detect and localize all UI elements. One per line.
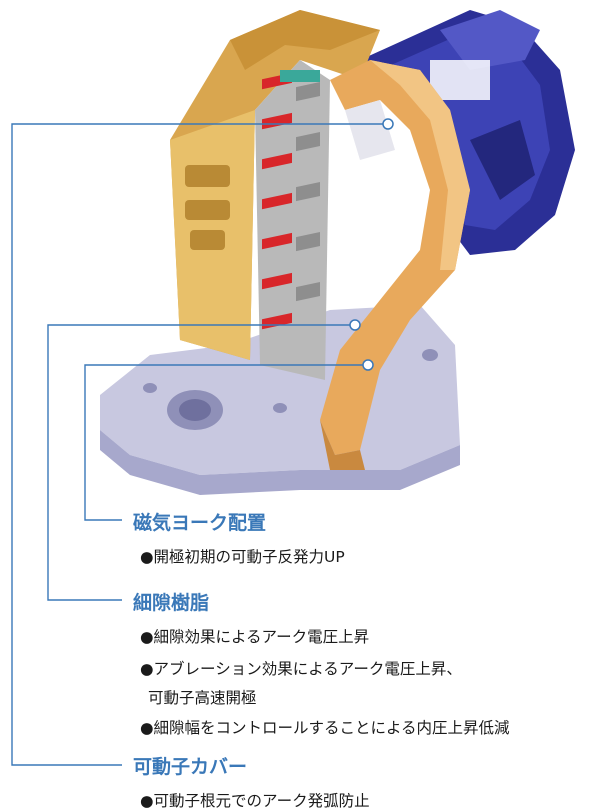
leader-dot-cover <box>382 118 394 130</box>
callout-bullet-resin-4: ●細隙幅をコントロールすることによる内圧上昇低減 <box>140 719 510 737</box>
callout-bullet-cover-1: ●可動子根元でのアーク発弧防止 <box>140 792 370 810</box>
callout-title-resin: 細隙樹脂 <box>133 592 210 614</box>
leader-line-cover <box>11 123 388 766</box>
callout-title-cover: 可動子カバー <box>133 756 248 778</box>
leader-line-yoke <box>84 364 368 521</box>
leader-dot-yoke <box>362 359 374 371</box>
callout-bullet-resin-3: 可動子高速開極 <box>148 689 257 707</box>
blue-actuator <box>360 10 575 255</box>
callout-title-yoke: 磁気ヨーク配置 <box>133 512 267 534</box>
leader-lines <box>11 118 394 766</box>
slit-resin-and-grids <box>255 60 330 380</box>
callout-bullet-resin-2: ●アブレーション効果によるアーク電圧上昇、 <box>140 660 462 678</box>
magnetic-yoke-housing <box>170 10 380 360</box>
leader-line-resin <box>47 324 355 601</box>
callout-bullet-resin-1: ●細隙効果によるアーク電圧上昇 <box>140 628 370 646</box>
movable-contact-cover <box>320 60 470 470</box>
leader-dot-resin <box>349 319 361 331</box>
callout-bullet-yoke-1: ●開極初期の可動子反発力UP <box>140 548 345 566</box>
